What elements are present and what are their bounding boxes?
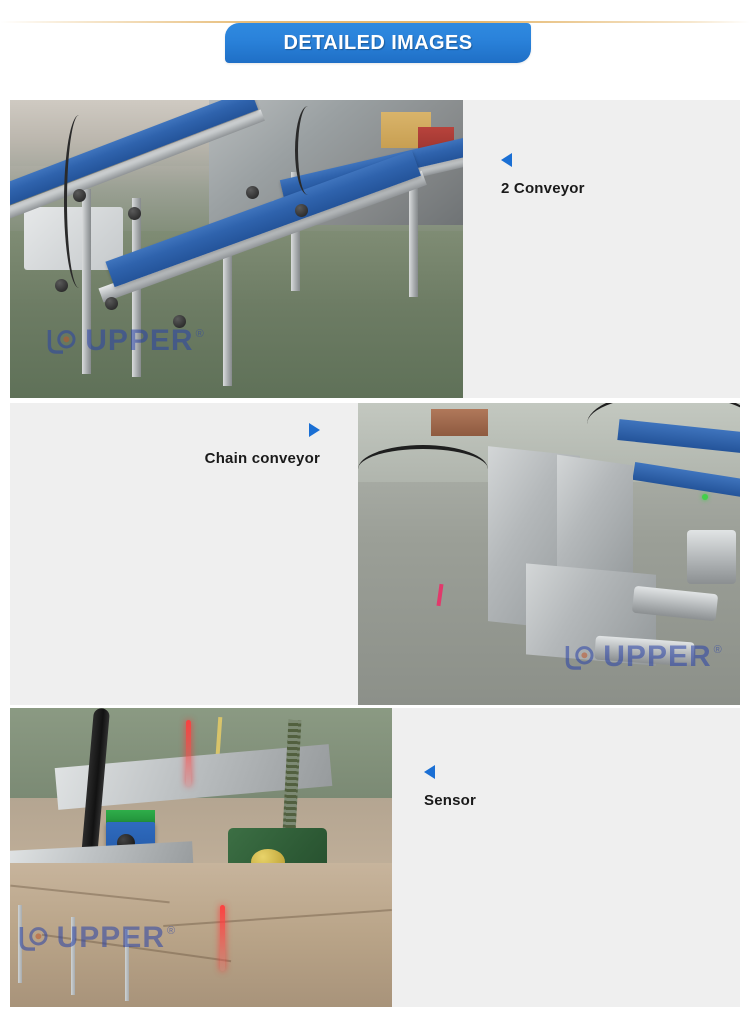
gold-divider-line (0, 21, 750, 23)
page-title: DETAILED IMAGES (283, 31, 473, 54)
sensor-photo[interactable]: UPPER ® (10, 708, 392, 1007)
sensor-caption: Sensor (424, 792, 477, 809)
left-triangle-icon (424, 765, 435, 779)
detailed-images-banner: DETAILED IMAGES (225, 23, 531, 63)
sensor-caption-pane: Sensor (392, 708, 740, 1007)
page-header: DETAILED IMAGES (0, 0, 750, 100)
chain-conveyor-caption-pane: Chain conveyor (10, 403, 358, 705)
left-triangle-icon (501, 153, 512, 167)
conveyor-caption-pane: 2 Conveyor (463, 100, 740, 398)
conveyor-caption: 2 Conveyor (501, 180, 585, 197)
chain-conveyor-caption: Chain conveyor (204, 450, 320, 467)
section-chain-conveyor: Chain conveyor (10, 403, 740, 705)
section-conveyor: UPPER ® 2 Conveyor (10, 100, 740, 398)
section-sensor: UPPER ® Sensor (10, 708, 740, 1007)
conveyor-photo[interactable]: UPPER ® (10, 100, 463, 398)
chain-conveyor-photo[interactable]: UPPER ® (358, 403, 740, 705)
right-triangle-icon (309, 423, 320, 437)
watermark-registered: ® (713, 643, 722, 656)
